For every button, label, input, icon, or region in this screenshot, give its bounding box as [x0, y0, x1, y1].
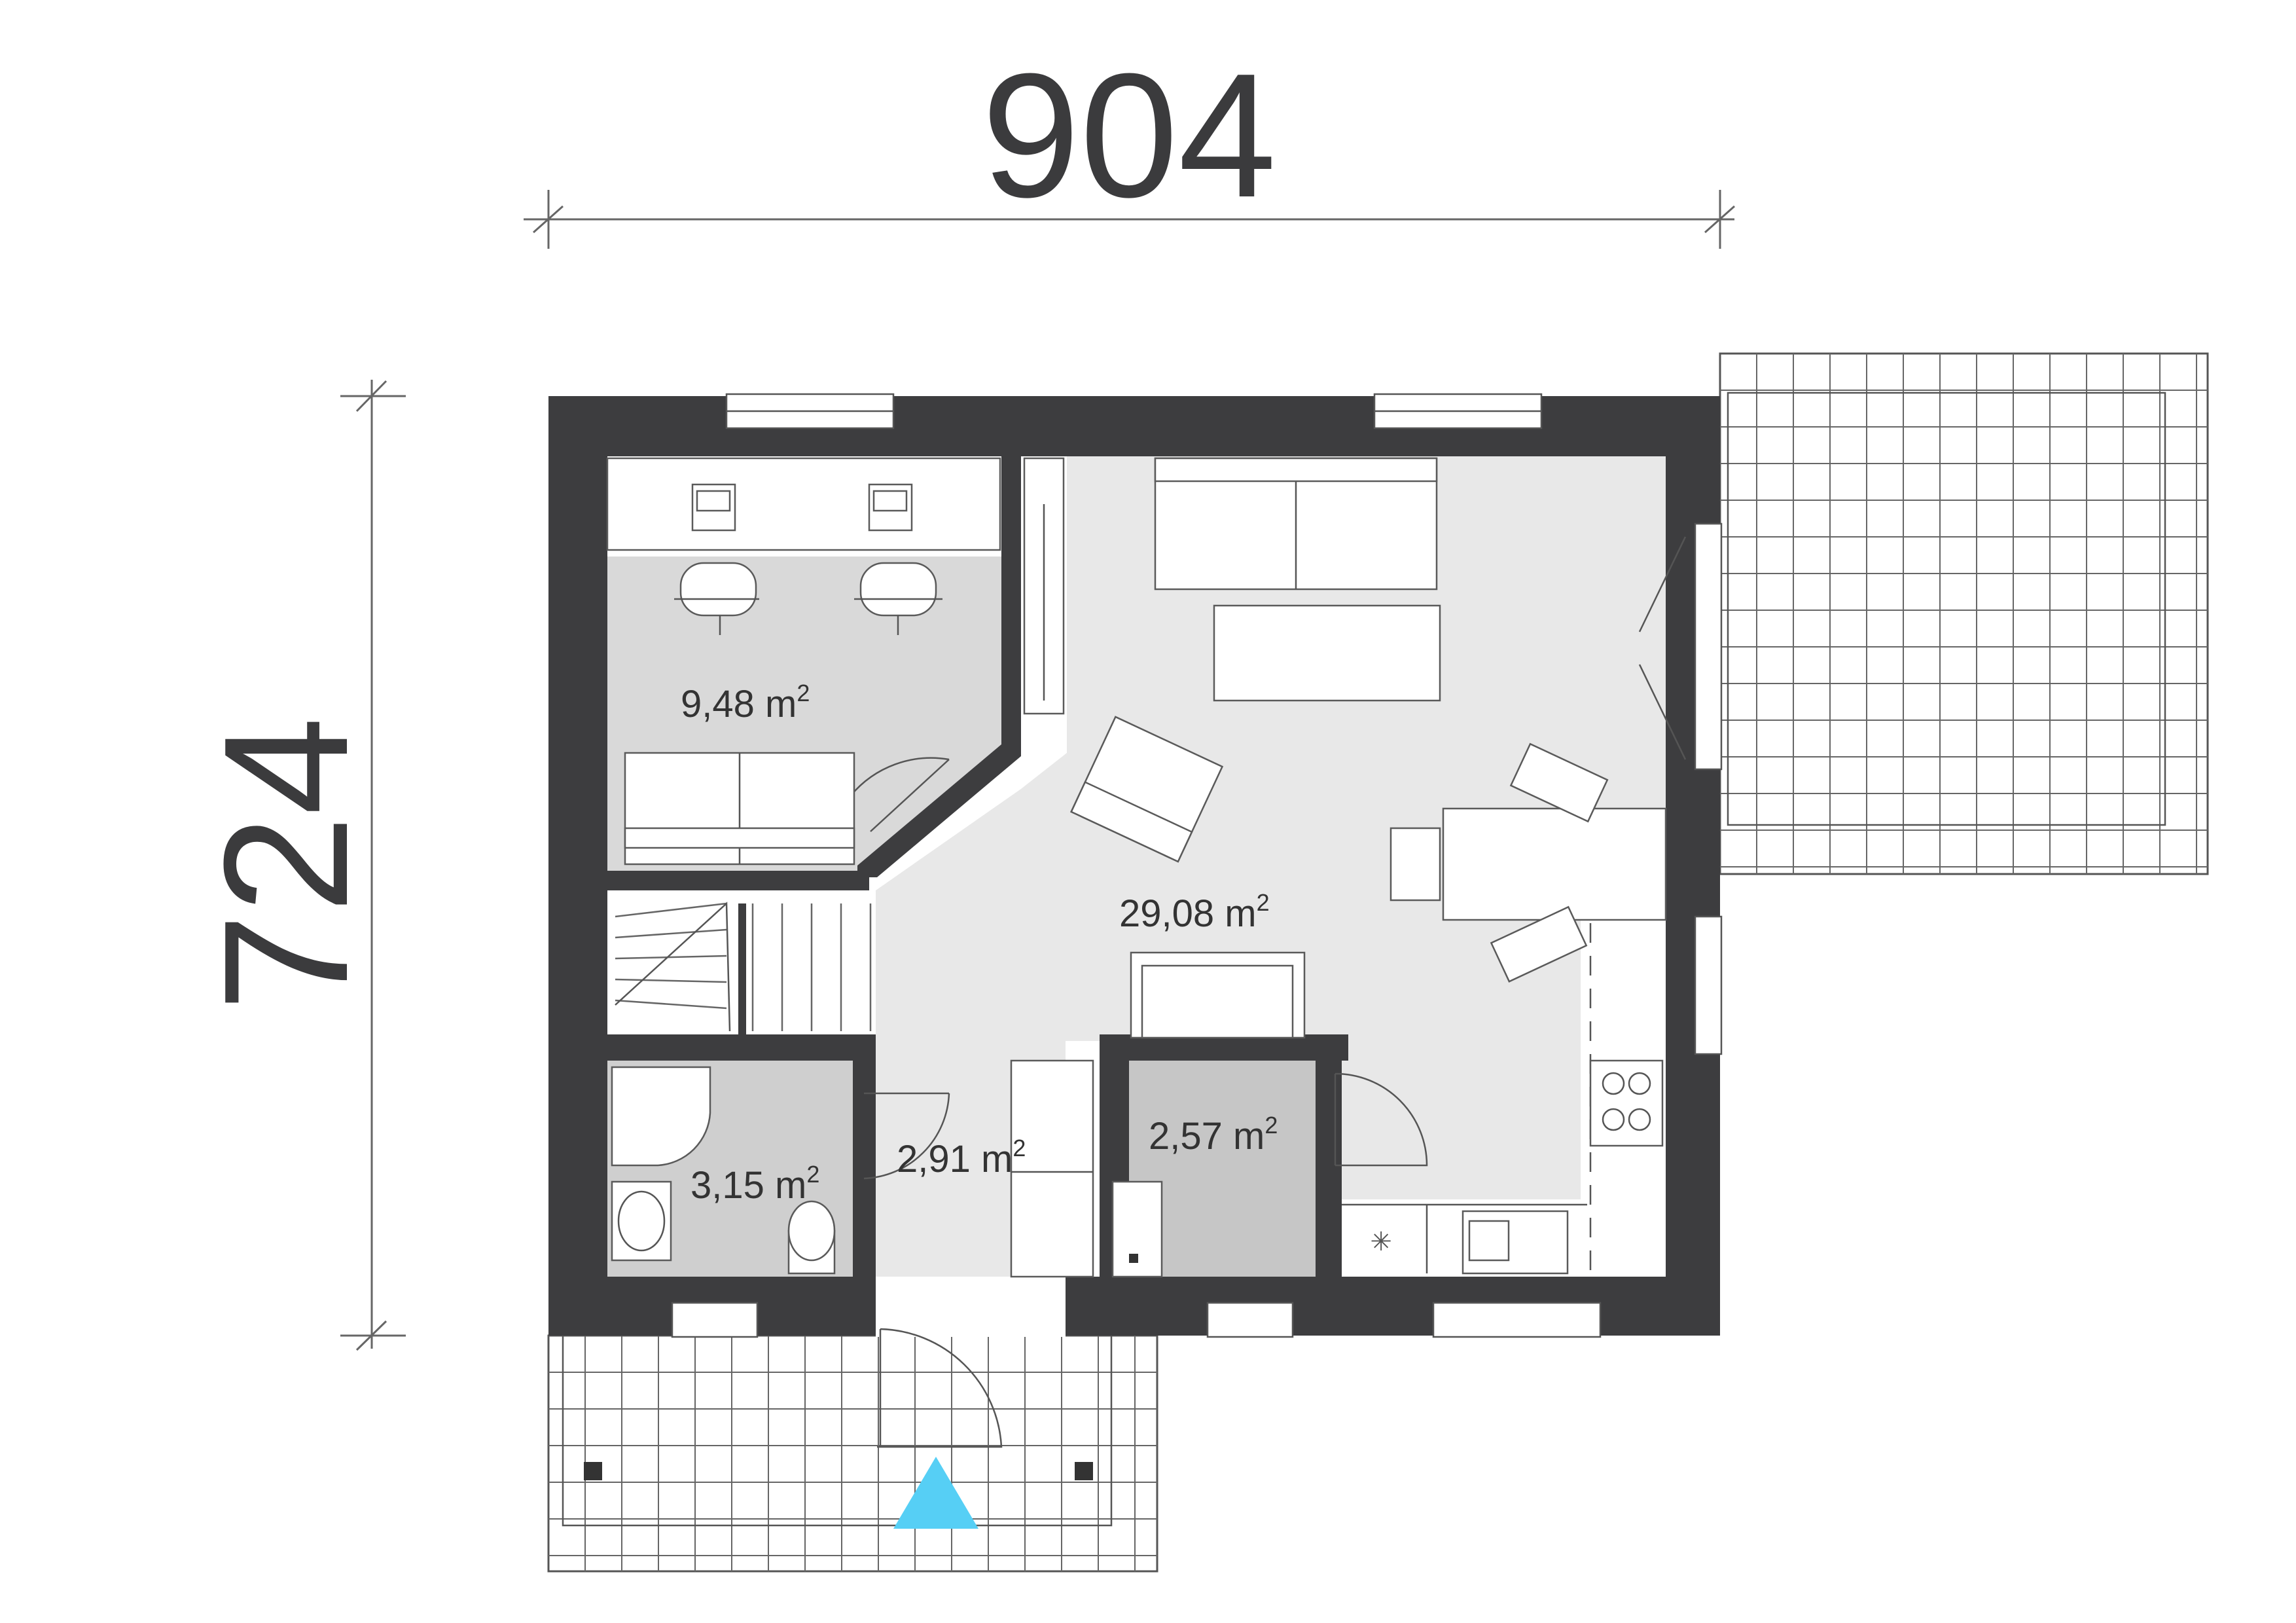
- hall-cabinet: [1010, 1059, 1094, 1278]
- doors: [850, 536, 1687, 1448]
- shower: [611, 1066, 711, 1167]
- staircase: [615, 902, 872, 1032]
- stair-tread: [615, 902, 727, 918]
- windows: [671, 393, 1723, 1338]
- dining-chair-3: [1490, 905, 1588, 983]
- svg-text:✳: ✳: [1370, 1227, 1392, 1257]
- kitchen-counter: ✳: [1342, 923, 1664, 1275]
- computer-1: [691, 483, 736, 532]
- width-label: 904: [982, 37, 1276, 234]
- dining-chair-1: [1390, 827, 1441, 902]
- width-dimension: 904: [524, 37, 1735, 249]
- coffee-table: [1213, 604, 1441, 702]
- sink: [611, 1180, 672, 1262]
- dining-table: [1442, 807, 1667, 921]
- area-bathroom: 3,15 m2: [691, 1161, 819, 1207]
- stair-tread: [615, 955, 727, 960]
- computer-2: [868, 483, 913, 532]
- walls: [548, 396, 1720, 1336]
- armchair: [1070, 716, 1224, 863]
- dining-chair-2: [1509, 742, 1609, 823]
- area-labels: 9,48 m2 29,08 m2 3,15 m2 2,91 m2 2,57 m2: [681, 680, 1278, 1207]
- area-living: 29,08 m2: [1119, 889, 1270, 935]
- right-terrace: [1719, 352, 2209, 875]
- fireplace: [1130, 951, 1306, 1039]
- area-utility: 2,57 m2: [1149, 1112, 1278, 1158]
- height-label: 724: [188, 717, 385, 1012]
- living-sofa: [1154, 457, 1438, 591]
- area-office: 9,48 m2: [681, 680, 810, 725]
- stair-tread: [615, 999, 727, 1010]
- front-terrace: [547, 1334, 1158, 1573]
- office-chair-2: [854, 562, 942, 635]
- toilet: [787, 1200, 836, 1275]
- stair-tread: [615, 928, 727, 939]
- entrance-arrow-icon: [893, 1457, 978, 1529]
- furniture: ✳: [606, 457, 1667, 1278]
- office-chair-1: [674, 562, 759, 635]
- office-sofa: [624, 752, 855, 866]
- height-dimension: 724: [188, 380, 406, 1351]
- stair-tread: [615, 978, 727, 983]
- area-hall: 2,91 m2: [897, 1135, 1026, 1180]
